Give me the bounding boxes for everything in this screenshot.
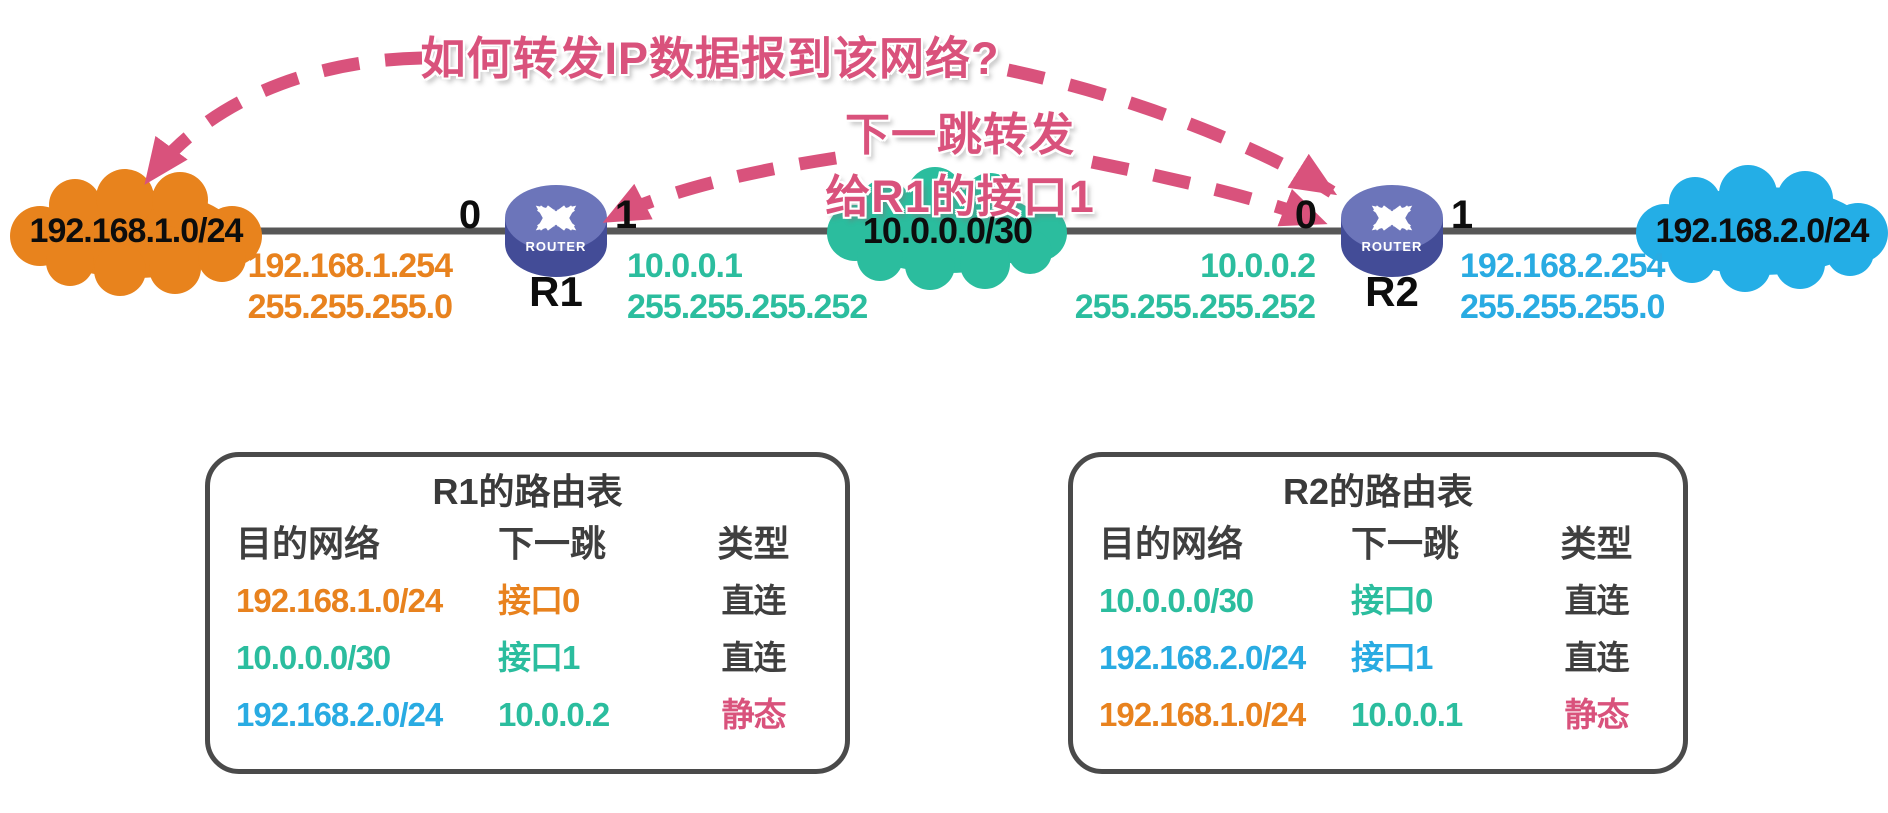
- r2-header-nexthop: 下一跳: [1351, 522, 1460, 564]
- r1-row1-type: 直连: [721, 582, 787, 619]
- r2-row2-type: 直连: [1564, 639, 1630, 676]
- r2-row1-nexthop: 接口0: [1351, 582, 1433, 619]
- r1-interface-0-label: 0: [458, 193, 482, 237]
- r2-name-label: R2: [1365, 268, 1419, 315]
- arrow-question-to-network1: [142, 51, 423, 185]
- r2-interface-1-label: 1: [1450, 193, 1474, 237]
- r2-if1-mask: 255.255.255.0: [1460, 288, 1665, 326]
- r1-header-dest: 目的网络: [236, 522, 381, 564]
- r1-row1-dest: 192.168.1.0/24: [236, 582, 443, 619]
- cloud-network-2-icon: [1636, 165, 1888, 292]
- r1-if1-mask: 255.255.255.252: [627, 288, 868, 326]
- r2-if0-ip-block: 10.0.0.2 255.255.255.252: [1003, 246, 1316, 328]
- r2-row3-dest: 192.168.1.0/24: [1099, 696, 1306, 733]
- annotation-question: 如何转发IP数据报到该网络?: [420, 33, 1000, 84]
- r1-interface-1-label: 1: [614, 193, 638, 237]
- r1-routing-table: R1的路由表 目的网络 下一跳 类型 192.168.1.0/24 接口0 直连…: [205, 452, 850, 774]
- r2-header-type: 类型: [1560, 522, 1633, 564]
- r1-if0-ip: 192.168.1.254: [247, 247, 453, 285]
- r2-if1-ip: 192.168.2.254: [1460, 247, 1665, 285]
- annotation-nexthop-line1: 下一跳转发: [844, 109, 1075, 160]
- r1-table-title: R1的路由表: [432, 471, 623, 512]
- r1-name-label: R1: [529, 268, 583, 315]
- router-r2-icon: [1341, 185, 1443, 277]
- r1-if1-ip: 10.0.0.1: [627, 247, 743, 285]
- r2-row1-type: 直连: [1564, 582, 1630, 619]
- r2-row3-nexthop: 10.0.0.1: [1351, 696, 1463, 733]
- arrow-question-to-r2-upper: [1006, 63, 1338, 198]
- r1-if1-ip-block: 10.0.0.1 255.255.255.252: [627, 246, 939, 328]
- r1-header-nexthop: 下一跳: [498, 522, 607, 564]
- r2-interface-0-label: 0: [1294, 193, 1318, 237]
- r1-row3-dest: 192.168.2.0/24: [236, 696, 443, 733]
- arrow-question-to-r2-lower: [1090, 155, 1328, 229]
- r1-row3-type: 静态: [721, 696, 787, 733]
- cloud-network-1-icon: [10, 169, 262, 296]
- r2-if0-mask: 255.255.255.252: [1074, 288, 1316, 326]
- annotation-nexthop-line2: 给R1的接口1: [825, 171, 1095, 222]
- r1-row3-nexthop: 10.0.0.2: [498, 696, 610, 733]
- r2-router-badge: ROUTER: [1361, 239, 1423, 254]
- r1-row1-nexthop: 接口0: [498, 582, 580, 619]
- arrow-nexthop-to-r1-if1: [602, 151, 837, 226]
- r2-row2-nexthop: 接口1: [1351, 639, 1433, 676]
- r2-table-title: R2的路由表: [1282, 471, 1474, 512]
- router-r1-icon: [505, 185, 607, 277]
- r2-header-dest: 目的网络: [1099, 522, 1244, 564]
- r1-header-type: 类型: [717, 522, 790, 564]
- cloud-network-1-label: 192.168.1.0/24: [29, 212, 244, 250]
- r2-row1-dest: 10.0.0.0/30: [1099, 582, 1254, 619]
- r2-routing-table: R2的路由表 目的网络 下一跳 类型 10.0.0.0/30 接口0 直连 19…: [1068, 452, 1688, 774]
- r2-if0-ip: 10.0.0.2: [1200, 247, 1316, 285]
- cloud-network-2-label: 192.168.2.0/24: [1655, 212, 1870, 250]
- r1-row2-nexthop: 接口1: [498, 639, 580, 676]
- r1-if0-ip-block: 192.168.1.254 255.255.255.0: [150, 246, 453, 328]
- r1-router-badge: ROUTER: [525, 239, 587, 254]
- r2-row3-type: 静态: [1564, 696, 1630, 733]
- r2-if1-ip-block: 192.168.2.254 255.255.255.0: [1460, 246, 1762, 328]
- r2-row2-dest: 192.168.2.0/24: [1099, 639, 1306, 676]
- cloud-network-wan-label: 10.0.0.0/30: [862, 210, 1033, 251]
- cloud-network-wan-icon: [827, 167, 1067, 290]
- r1-if0-mask: 255.255.255.0: [247, 288, 453, 326]
- r1-row2-type: 直连: [721, 639, 787, 676]
- r1-row2-dest: 10.0.0.0/30: [236, 639, 391, 676]
